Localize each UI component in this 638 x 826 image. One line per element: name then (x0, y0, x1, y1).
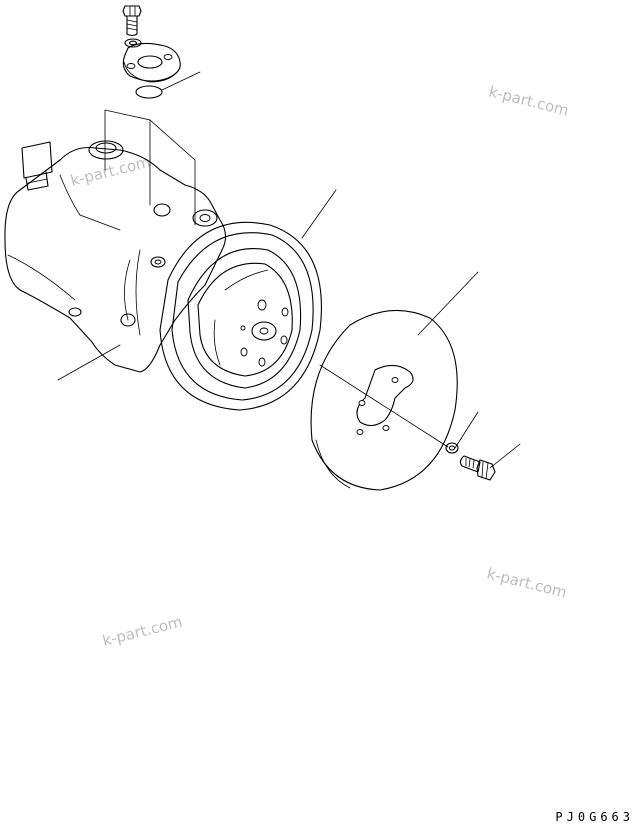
bolt-front (459, 443, 521, 481)
drawing-code: PJ0G663 (555, 810, 634, 824)
compressor (4, 109, 227, 381)
o-ring (135, 71, 201, 99)
clutch-pulley (159, 189, 337, 411)
front-plate (310, 271, 479, 491)
mounting-bolt-top (122, 5, 142, 37)
washer-front (319, 364, 479, 454)
watermark-3: k-part.com (485, 564, 569, 601)
cover-plate (122, 42, 181, 83)
watermark-4: k-part.com (101, 613, 185, 650)
watermark-1: k-part.com (487, 82, 571, 119)
washer-top (124, 38, 142, 48)
